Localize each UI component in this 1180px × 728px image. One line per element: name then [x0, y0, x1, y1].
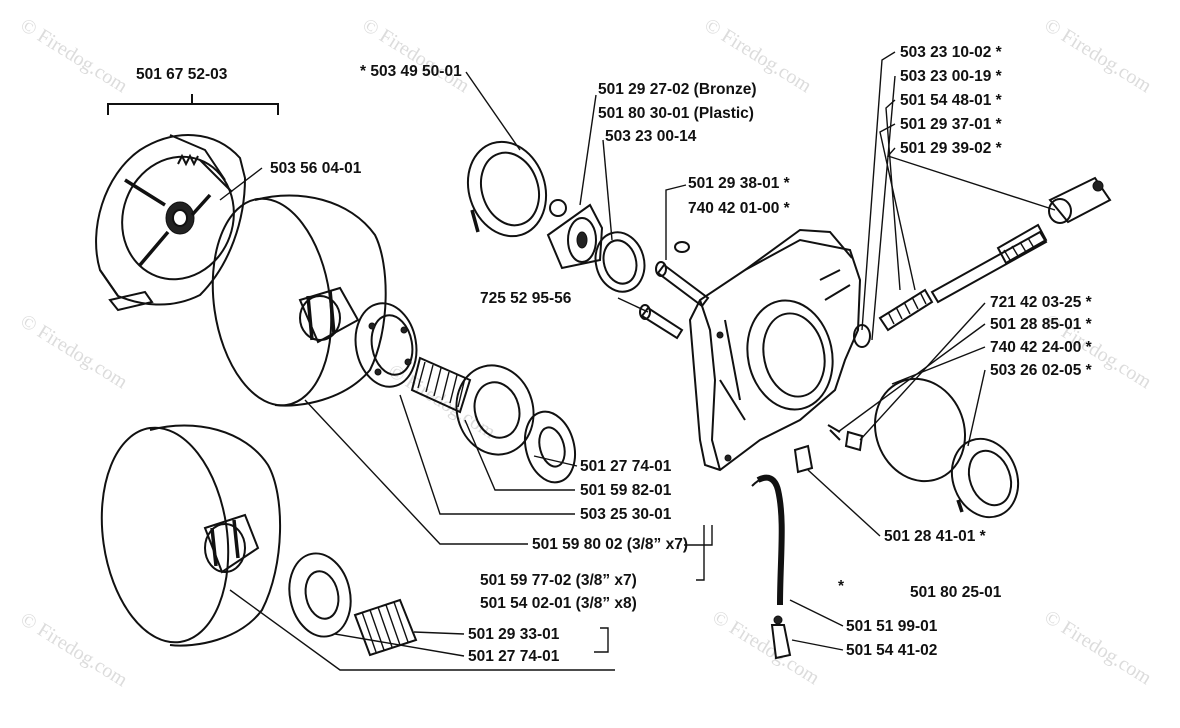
label-plug: 501 28 41-01 * — [884, 528, 986, 545]
clutch-assembly — [95, 94, 279, 312]
pump-housing — [688, 228, 862, 472]
label-filter: 501 54 41-02 — [846, 642, 938, 659]
label-shaft-1: 503 23 10-02 * — [900, 44, 1002, 61]
label-shaft-5: 501 29 39-02 * — [900, 140, 1002, 157]
label-cover-ring: * 503 49 50-01 — [360, 63, 462, 80]
label-bolt-b: 740 42 01-00 * — [688, 200, 790, 217]
label-clutch-assembly: 501 67 52-03 — [136, 66, 228, 83]
label-nut: 721 42 03-25 * — [990, 294, 1092, 311]
label-bolt-a: 501 29 38-01 * — [688, 175, 790, 192]
clutch-drum-upper — [211, 194, 387, 407]
label-washer-1: 501 27 74-01 — [580, 458, 672, 475]
plug — [793, 444, 814, 474]
label-pump-bronze: 501 29 27-02 (Bronze) — [598, 81, 757, 98]
label-oring: 740 42 24-00 * — [990, 339, 1092, 356]
label-drum-37b: 501 59 77-02 (3/8” x7) — [480, 572, 637, 589]
label-pump-washer: 503 23 00-14 — [605, 128, 697, 145]
label-seal: 503 26 02-05 * — [990, 362, 1092, 379]
label-hose: 501 51 99-01 — [846, 618, 938, 635]
label-washer-4: 501 27 74-01 — [468, 648, 560, 665]
washer-thin — [524, 410, 576, 484]
label-washer-2: 501 59 82-01 — [580, 482, 672, 499]
oring-large — [873, 377, 967, 483]
label-shaft-3: 501 54 48-01 * — [900, 92, 1002, 109]
label-drum-37: 501 59 80 02 (3/8” x7) — [532, 536, 688, 553]
oil-seal — [950, 437, 1020, 519]
pin — [827, 424, 841, 433]
label-hose-ref: 501 80 25-01 — [910, 584, 1002, 601]
label-washer-3: 503 25 30-01 — [580, 506, 672, 523]
label-needle-bearing: 501 29 33-01 — [468, 626, 560, 643]
label-shaft-4: 501 29 37-01 * — [900, 116, 1002, 133]
pump-gear — [546, 199, 604, 270]
shaft-spring — [853, 288, 934, 348]
oil-hose — [751, 474, 792, 660]
label-clutch-spring: 503 56 04-01 — [270, 160, 362, 177]
label-shaft-2: 503 23 00-19 * — [900, 68, 1002, 85]
needle-bearing-upper — [410, 356, 472, 414]
label-screw: 725 52 95-56 — [480, 290, 572, 307]
label-hose-star: * — [838, 578, 845, 595]
clutch-drum-lower — [100, 424, 282, 647]
washer-lower — [288, 552, 352, 638]
small-oring — [674, 241, 690, 253]
leader-lines — [219, 51, 1056, 671]
label-drum-38: 501 54 02-01 (3/8” x8) — [480, 595, 637, 612]
washer-ring — [455, 364, 535, 456]
worm-shaft — [930, 176, 1112, 304]
rim-sprocket — [354, 302, 418, 388]
label-pin: 501 28 85-01 * — [990, 316, 1092, 333]
cover-ring — [466, 140, 548, 238]
pump-washer — [594, 231, 646, 293]
label-pump-plastic: 501 80 30-01 (Plastic) — [598, 105, 754, 122]
nut-small — [844, 430, 864, 452]
screw-bolt — [639, 304, 684, 340]
needle-bearing-lower — [353, 598, 418, 657]
